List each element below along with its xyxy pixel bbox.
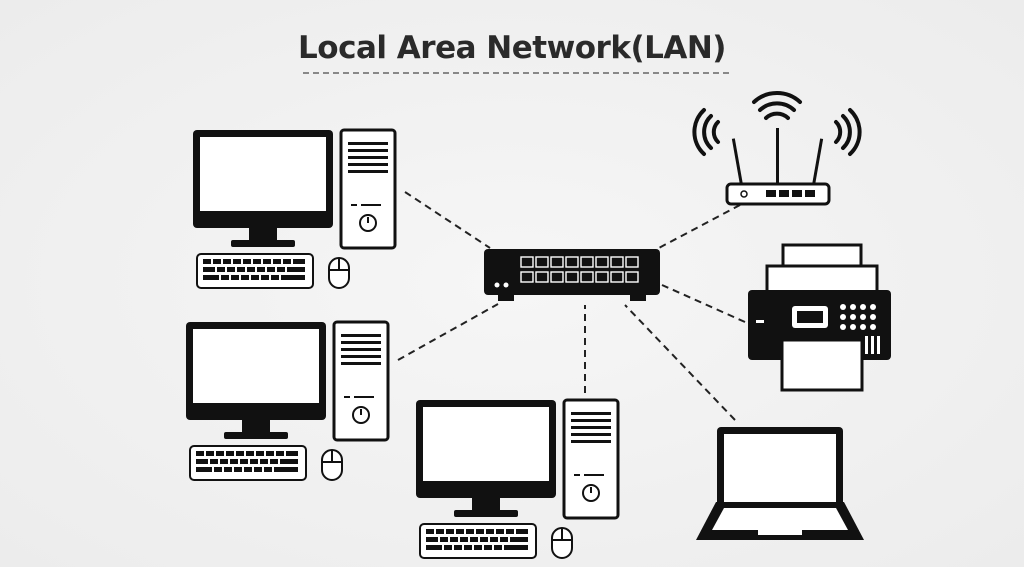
link-desktop-1 [404, 191, 491, 249]
link-router [654, 204, 741, 251]
wifi-router-icon [692, 91, 862, 206]
laptop-icon [696, 427, 864, 540]
connection-links [397, 191, 746, 421]
link-laptop [624, 304, 736, 421]
link-desktop-2 [397, 303, 499, 361]
desktop-computer-icon [184, 320, 390, 482]
network-switch-icon [484, 249, 660, 301]
diagram-title: Local Area Network(LAN) [298, 30, 726, 66]
printer-icon [748, 243, 891, 392]
link-printer [661, 284, 746, 323]
title-underline [303, 72, 729, 74]
desktop-computer-icon [191, 128, 397, 290]
desktop-computer-icon [414, 398, 620, 560]
